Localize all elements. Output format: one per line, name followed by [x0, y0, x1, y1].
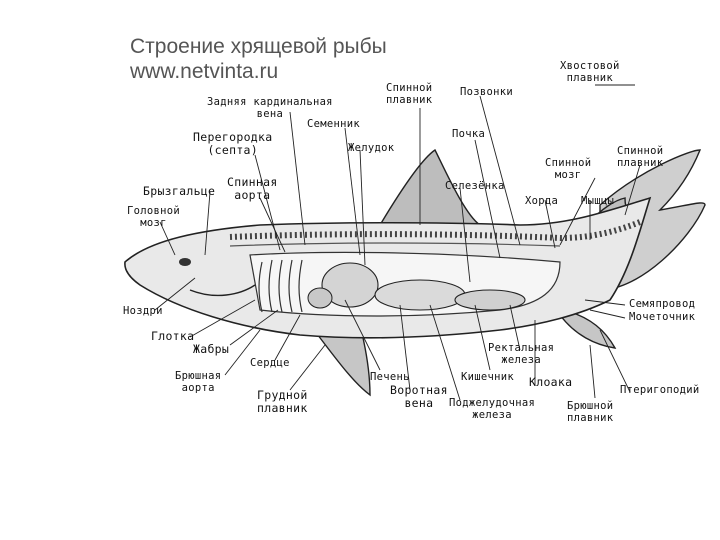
label-pharynx: Глотка: [151, 329, 195, 343]
label-brain: Головной мозг: [127, 205, 180, 229]
label-pancreas: Поджелудочная железа: [449, 397, 536, 421]
label-nostril: Ноздри: [123, 305, 163, 317]
dorsal-fin-1-shape: [378, 148, 483, 226]
label-portal-vein: Воротная вена: [390, 383, 448, 410]
pectoral-fin-shape: [308, 324, 371, 397]
label-cloaca: Клоака: [529, 375, 573, 389]
label-heart: Сердце: [250, 357, 290, 369]
label-spleen: Селезёнка: [445, 180, 505, 192]
label-pelvic-fin: Брюшной плавник: [567, 400, 614, 424]
label-ureter: Мочеточник: [629, 311, 696, 323]
label-stomach: Желудок: [348, 142, 395, 154]
pelvic-fin-shape: [558, 311, 617, 349]
label-rectal-gland: Ректальная железа: [488, 342, 555, 366]
label-spiracle: Брызгальце: [143, 184, 216, 198]
label-dorsal-aorta: Спинная аорта: [227, 175, 278, 202]
label-septum: Перегородка (септа): [193, 130, 273, 157]
label-seminal-gland: Семенник: [307, 118, 360, 130]
label-gills: Жабры: [193, 342, 230, 356]
label-dorsal-fin-1: Спинной плавник: [386, 82, 433, 106]
label-dorsal-fin-2: Спинной плавник: [617, 145, 664, 169]
label-kidney: Почка: [452, 128, 486, 140]
diagram-source-url: www.netvinta.ru: [130, 60, 279, 83]
diagram-title: Строение хрящевой рыбы: [130, 35, 387, 58]
label-notochord: Хорда: [525, 195, 559, 207]
label-vertebrae: Позвонки: [460, 86, 513, 98]
label-liver: Печень: [370, 371, 410, 383]
label-vas-deferens: Семяпровод: [629, 298, 696, 310]
label-muscles: Мышцы: [581, 195, 615, 207]
label-tail-fin: Хвостовой плавник: [560, 60, 620, 84]
label-ventral-aorta: Брюшная аорта: [175, 370, 222, 394]
label-intestine: Кишечник: [461, 371, 514, 383]
label-pectoral-fin: Грудной плавник: [257, 388, 308, 415]
label-clasper: Птеригоподий: [620, 384, 700, 396]
label-posterior-cardinal-vein: Задняя кардинальная вена: [207, 96, 333, 120]
label-spinal-cord: Спинной мозг: [545, 157, 592, 181]
